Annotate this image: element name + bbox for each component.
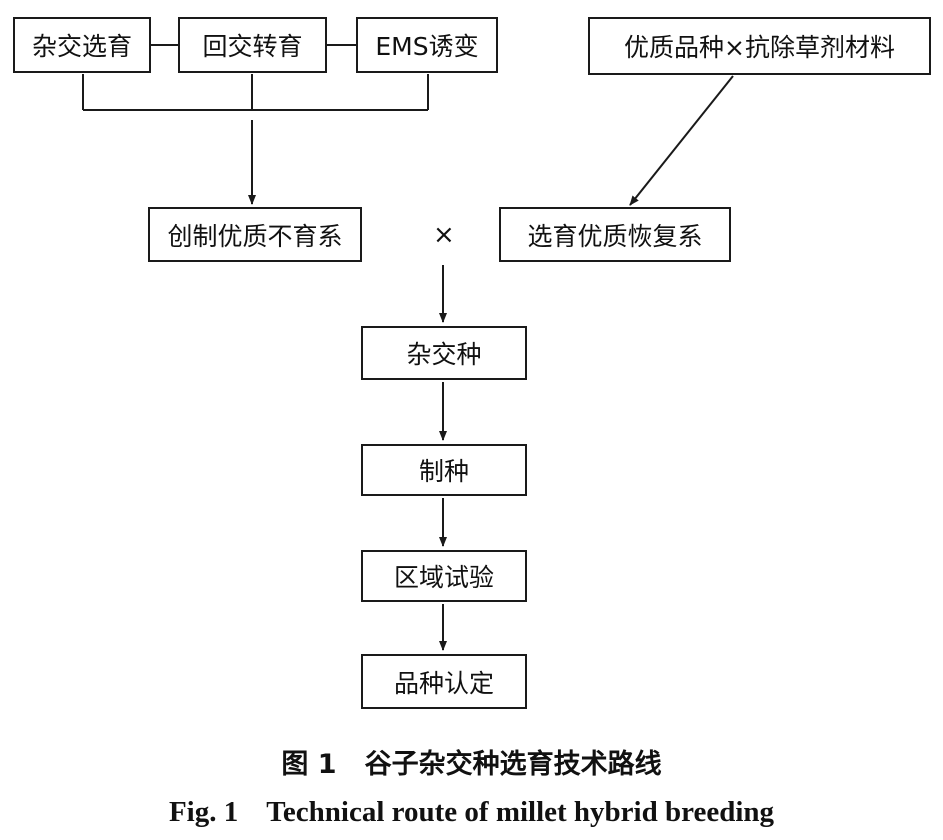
node-variety-approval-label: 品种认定 [393, 668, 494, 698]
node-sterile-line-label: 创制优质不育系 [167, 221, 343, 251]
node-parent-material-label: 优质品种×抗除草剂材料 [624, 33, 895, 62]
caption-english: Fig. 1 Technical route of millet hybrid b… [0, 796, 943, 829]
node-restorer-line-label: 选育优质恢复系 [527, 221, 703, 251]
connector-lines [82, 44, 734, 651]
node-cross-breeding-label: 杂交选育 [31, 32, 132, 61]
caption-cn-number: 图 1 [281, 749, 337, 780]
caption-en-title: Technical route of millet hybrid breedin… [266, 796, 775, 828]
node-parent-material: 优质品种×抗除草剂材料 [588, 17, 931, 75]
node-regional-trial: 区域试验 [361, 550, 527, 602]
node-restorer-line: 选育优质恢复系 [499, 207, 731, 262]
flowchart: 杂交选育 回交转育 EMS诱变 优质品种×抗除草剂材料 创制优质不育系 × 选育… [13, 17, 931, 709]
caption-cn-title: 谷子杂交种选育技术路线 [364, 749, 662, 780]
node-variety-approval: 品种认定 [361, 654, 527, 709]
node-cross-breeding: 杂交选育 [13, 17, 151, 73]
arrow-to-restorer-line [629, 75, 734, 206]
node-ems: EMS诱变 [356, 17, 498, 73]
cross-symbol: × [433, 220, 455, 250]
node-backcross: 回交转育 [178, 17, 327, 73]
node-ems-label: EMS诱变 [375, 32, 479, 61]
node-hybrid: 杂交种 [361, 326, 527, 380]
node-sterile-line: 创制优质不育系 [148, 207, 362, 262]
node-regional-trial-label: 区域试验 [393, 563, 494, 592]
node-seed-production: 制种 [361, 444, 527, 496]
node-backcross-label: 回交转育 [202, 32, 303, 61]
node-hybrid-label: 杂交种 [406, 340, 482, 369]
caption-chinese: 图 1 谷子杂交种选育技术路线 [0, 742, 943, 781]
caption-en-number: Fig. 1 [168, 796, 239, 828]
node-seed-production-label: 制种 [418, 457, 469, 486]
